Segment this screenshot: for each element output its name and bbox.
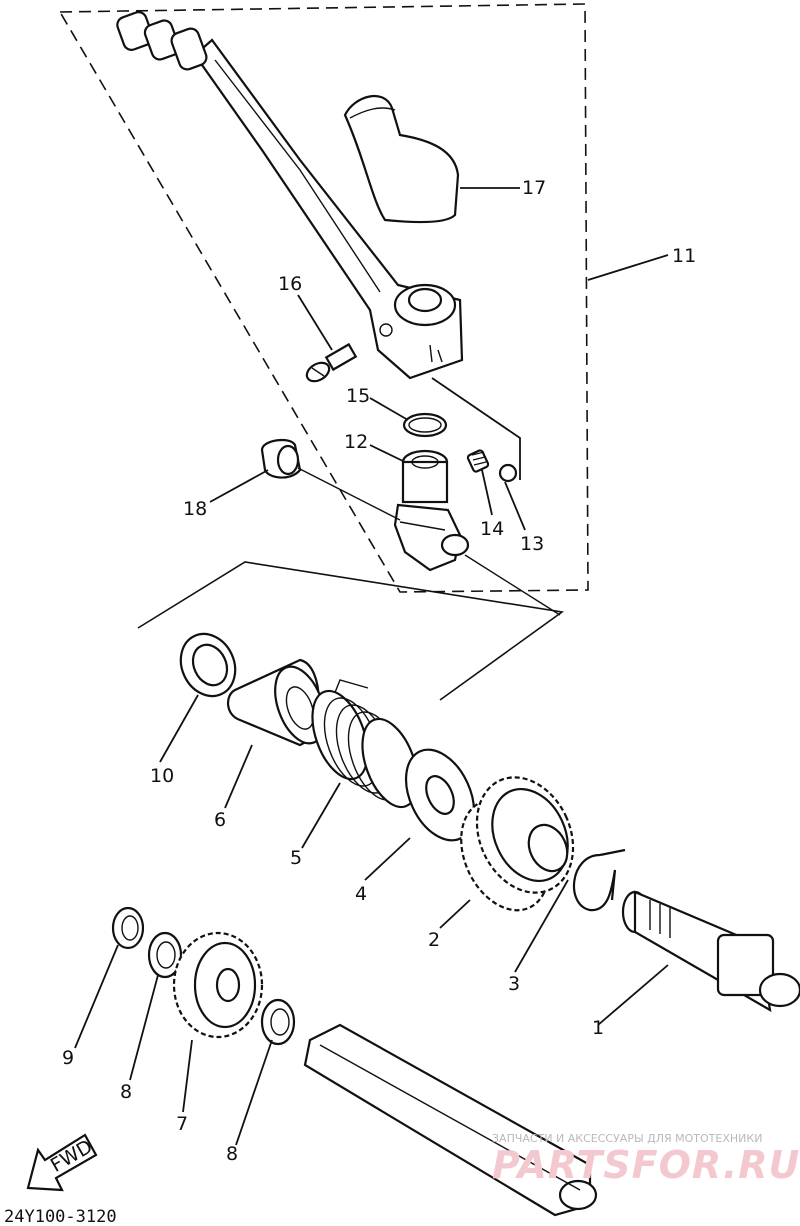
ball-13: [498, 463, 518, 483]
oil-seal-10: [179, 632, 237, 698]
kick-gear-2: [460, 776, 575, 912]
callout-5: 5: [290, 847, 302, 869]
callout-7: 7: [176, 1113, 188, 1135]
callout-2: 2: [428, 929, 440, 951]
callout-8-lower: 8: [226, 1143, 238, 1165]
assembly-11-boundary: [58, 3, 589, 593]
callout-14: 14: [480, 518, 504, 540]
kick-boot-17: [343, 95, 460, 224]
kick-boss-12: [393, 449, 470, 572]
kick-shaft-1: [621, 890, 800, 1013]
callout-3: 3: [508, 973, 520, 995]
assembly-lower-boundary: [137, 561, 565, 701]
callout-11: 11: [672, 245, 696, 267]
washer-8-upper: [147, 931, 183, 979]
callout-18: 18: [183, 498, 207, 520]
fwd-arrow-icon: FWD: [26, 1133, 98, 1192]
diagram-code: 24Y100-3120: [4, 1207, 117, 1226]
callout-10: 10: [150, 765, 174, 787]
callout-16: 16: [278, 273, 302, 295]
callout-17: 17: [522, 177, 546, 199]
callout-9: 9: [62, 1047, 74, 1069]
axis-line-lower: [464, 554, 561, 616]
kick-lever-arm: [116, 11, 464, 380]
callout-12: 12: [344, 431, 368, 453]
callout-4: 4: [355, 883, 367, 905]
idle-shaft: [303, 1023, 598, 1217]
watermark-tagline: ЗАПЧАСТИ И АКСЕССУАРЫ ДЛЯ МОТОТЕХНИКИ: [492, 1132, 762, 1145]
circlip-9: [111, 906, 145, 950]
washer-8-lower: [260, 998, 296, 1046]
leader-lines: [74, 187, 669, 1146]
washer-4: [404, 748, 476, 842]
callout-6: 6: [214, 809, 226, 831]
watermark-brand: PARTSFOR.RU: [492, 1143, 800, 1187]
callout-8-upper: 8: [120, 1081, 132, 1103]
callout-13: 13: [520, 533, 544, 555]
collar-18: [260, 438, 302, 479]
callout-1: 1: [592, 1017, 604, 1039]
bracket-11: [431, 377, 521, 480]
callout-15: 15: [346, 385, 370, 407]
axis-line-upper: [297, 467, 401, 521]
circlip-3: [572, 848, 626, 912]
idle-gear-7: [172, 931, 264, 1039]
spring-14: [466, 449, 490, 473]
bolt-16: [305, 342, 358, 383]
torsion-spring-5: [311, 679, 419, 809]
